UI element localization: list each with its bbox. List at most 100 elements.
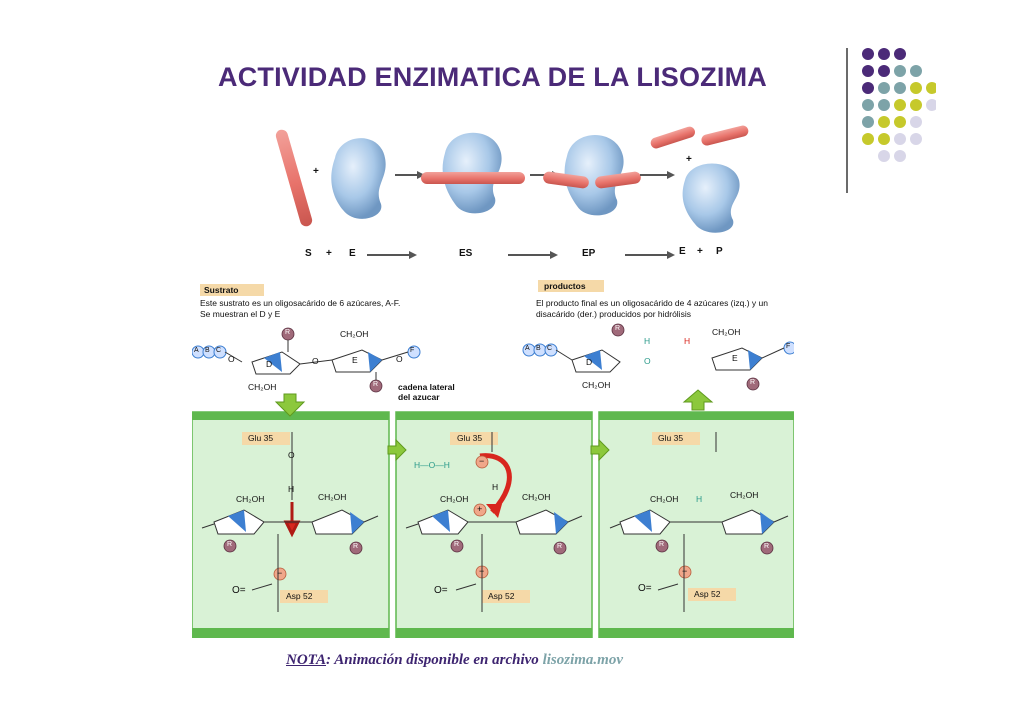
r-label: R — [454, 541, 460, 548]
ch2oh-label: CH₂OH — [440, 494, 469, 504]
label-p: P — [716, 246, 723, 257]
glu35-label: Glu 35 — [658, 433, 684, 443]
plus-charge: + — [477, 504, 483, 514]
minus-charge: − — [479, 566, 485, 576]
sugar-ring-e2 — [711, 347, 763, 371]
water-label: H—O—H — [414, 460, 450, 470]
decorative-divider — [846, 48, 848, 193]
o-label: O — [312, 356, 319, 366]
r-label: R — [353, 543, 359, 550]
arrow-icon — [508, 251, 558, 259]
o-label: O — [644, 356, 651, 366]
enzyme-blob — [331, 138, 386, 219]
sugar-c-label: C — [547, 345, 553, 352]
sugar-ring-d — [251, 351, 301, 375]
label-e: E — [349, 248, 356, 259]
note-label: NOTA — [286, 652, 327, 668]
sustrato-tag: Sustrato — [204, 285, 239, 295]
plus-label: + — [313, 166, 319, 177]
sugar-c-label: C — [216, 347, 222, 354]
r-label: R — [615, 325, 621, 332]
r-label: R — [285, 329, 291, 336]
r-label: R — [373, 381, 379, 388]
ch2oh-label: CH₂OH — [318, 492, 347, 502]
substrate-rod — [543, 171, 589, 189]
label-s: S — [305, 248, 312, 259]
h-label: H — [492, 482, 499, 492]
o-label: O — [288, 450, 295, 460]
r-label: R — [557, 543, 563, 550]
side-chain-label-2: del azucar — [398, 392, 440, 402]
glu35-label: Glu 35 — [457, 433, 483, 443]
label-ep: EP — [582, 248, 596, 259]
h-label: H — [684, 336, 691, 346]
ch2oh-label: CH₂OH — [650, 494, 679, 504]
slide-title: ACTIVIDAD ENZIMATICA DE LA LISOZIMA — [218, 62, 767, 92]
carboxyl-label: O= — [638, 583, 652, 594]
r-label: R — [764, 543, 770, 550]
ch2oh-label: CH₂OH — [522, 492, 551, 502]
minus-charge: − — [479, 456, 485, 466]
substrate-rod — [650, 126, 695, 149]
sugar-ring-d2 — [571, 349, 621, 373]
decorative-dot-grid — [862, 48, 936, 162]
productos-line2: disacárido (der.) producidos por hidróli… — [536, 309, 691, 319]
productos-line1: El producto final es un oligosacárido de… — [536, 298, 768, 308]
carboxyl-label: O= — [232, 585, 246, 596]
r-label: R — [659, 541, 665, 548]
ch2oh-label: CH₂OH — [340, 329, 369, 339]
sugar-a-label: A — [525, 345, 530, 352]
label-plus: + — [326, 248, 332, 259]
label-plus: + — [697, 246, 703, 257]
o-label: O — [396, 354, 403, 364]
asp52-label: Asp 52 — [488, 591, 515, 601]
asp52-label: Asp 52 — [694, 589, 721, 599]
glu35-label: Glu 35 — [248, 433, 274, 443]
arrow-icon — [625, 251, 675, 259]
ch2oh-label: CH₂OH — [712, 327, 741, 337]
note-filename: lisozima.mov — [542, 652, 623, 668]
minus-charge: − — [277, 568, 283, 578]
ring-e-label: E — [352, 355, 358, 365]
sugar-a-label: A — [194, 347, 199, 354]
arrow-icon — [367, 251, 417, 259]
sugar-b-label: B — [205, 347, 210, 354]
r-label: R — [750, 379, 756, 386]
o-label: O — [228, 354, 235, 364]
ring-d-label: D — [586, 357, 593, 367]
substrate-rod — [701, 125, 749, 146]
mechanism-figure: Sustrato Este sustrato es un oligosacári… — [192, 272, 794, 638]
sustrato-line2: Se muestran el D y E — [200, 309, 281, 319]
note-text: : Animación disponible en archivo — [326, 652, 543, 668]
label-e2: E — [679, 246, 686, 257]
side-chain-label-1: cadena lateral — [398, 382, 455, 392]
substrate-rod — [421, 172, 525, 184]
minus-charge: − — [682, 566, 688, 576]
substrate-rod — [275, 129, 313, 227]
label-es: ES — [459, 248, 473, 259]
enzyme-blob — [564, 135, 624, 216]
substrate-rod — [595, 171, 641, 189]
ch2oh-label: CH₂OH — [582, 380, 611, 390]
sustrato-line1: Este sustrato es un oligosacárido de 6 a… — [200, 298, 401, 308]
r-label: R — [227, 541, 233, 548]
asp52-label: Asp 52 — [286, 591, 313, 601]
sugar-f-label: F — [410, 347, 415, 354]
ring-e-label: E — [732, 353, 738, 363]
sugar-ring-e — [331, 349, 383, 373]
ch2oh-label: CH₂OH — [248, 382, 277, 392]
h-label: H — [288, 484, 295, 494]
footnote: NOTA: Animación disponible en archivo li… — [286, 652, 623, 669]
productos-tag: productos — [544, 281, 586, 291]
h-label: H — [696, 494, 703, 504]
carboxyl-label: O= — [434, 585, 448, 596]
reaction-illustration — [275, 125, 749, 233]
plus-label: + — [686, 154, 692, 165]
sugar-b-label: B — [536, 345, 541, 352]
ch2oh-label: CH₂OH — [730, 490, 759, 500]
ring-d-label: D — [266, 359, 273, 369]
sugar-f-label: F — [786, 343, 791, 350]
h-label: H — [644, 336, 651, 346]
enzyme-blob — [682, 163, 740, 233]
ch2oh-label: CH₂OH — [236, 494, 265, 504]
